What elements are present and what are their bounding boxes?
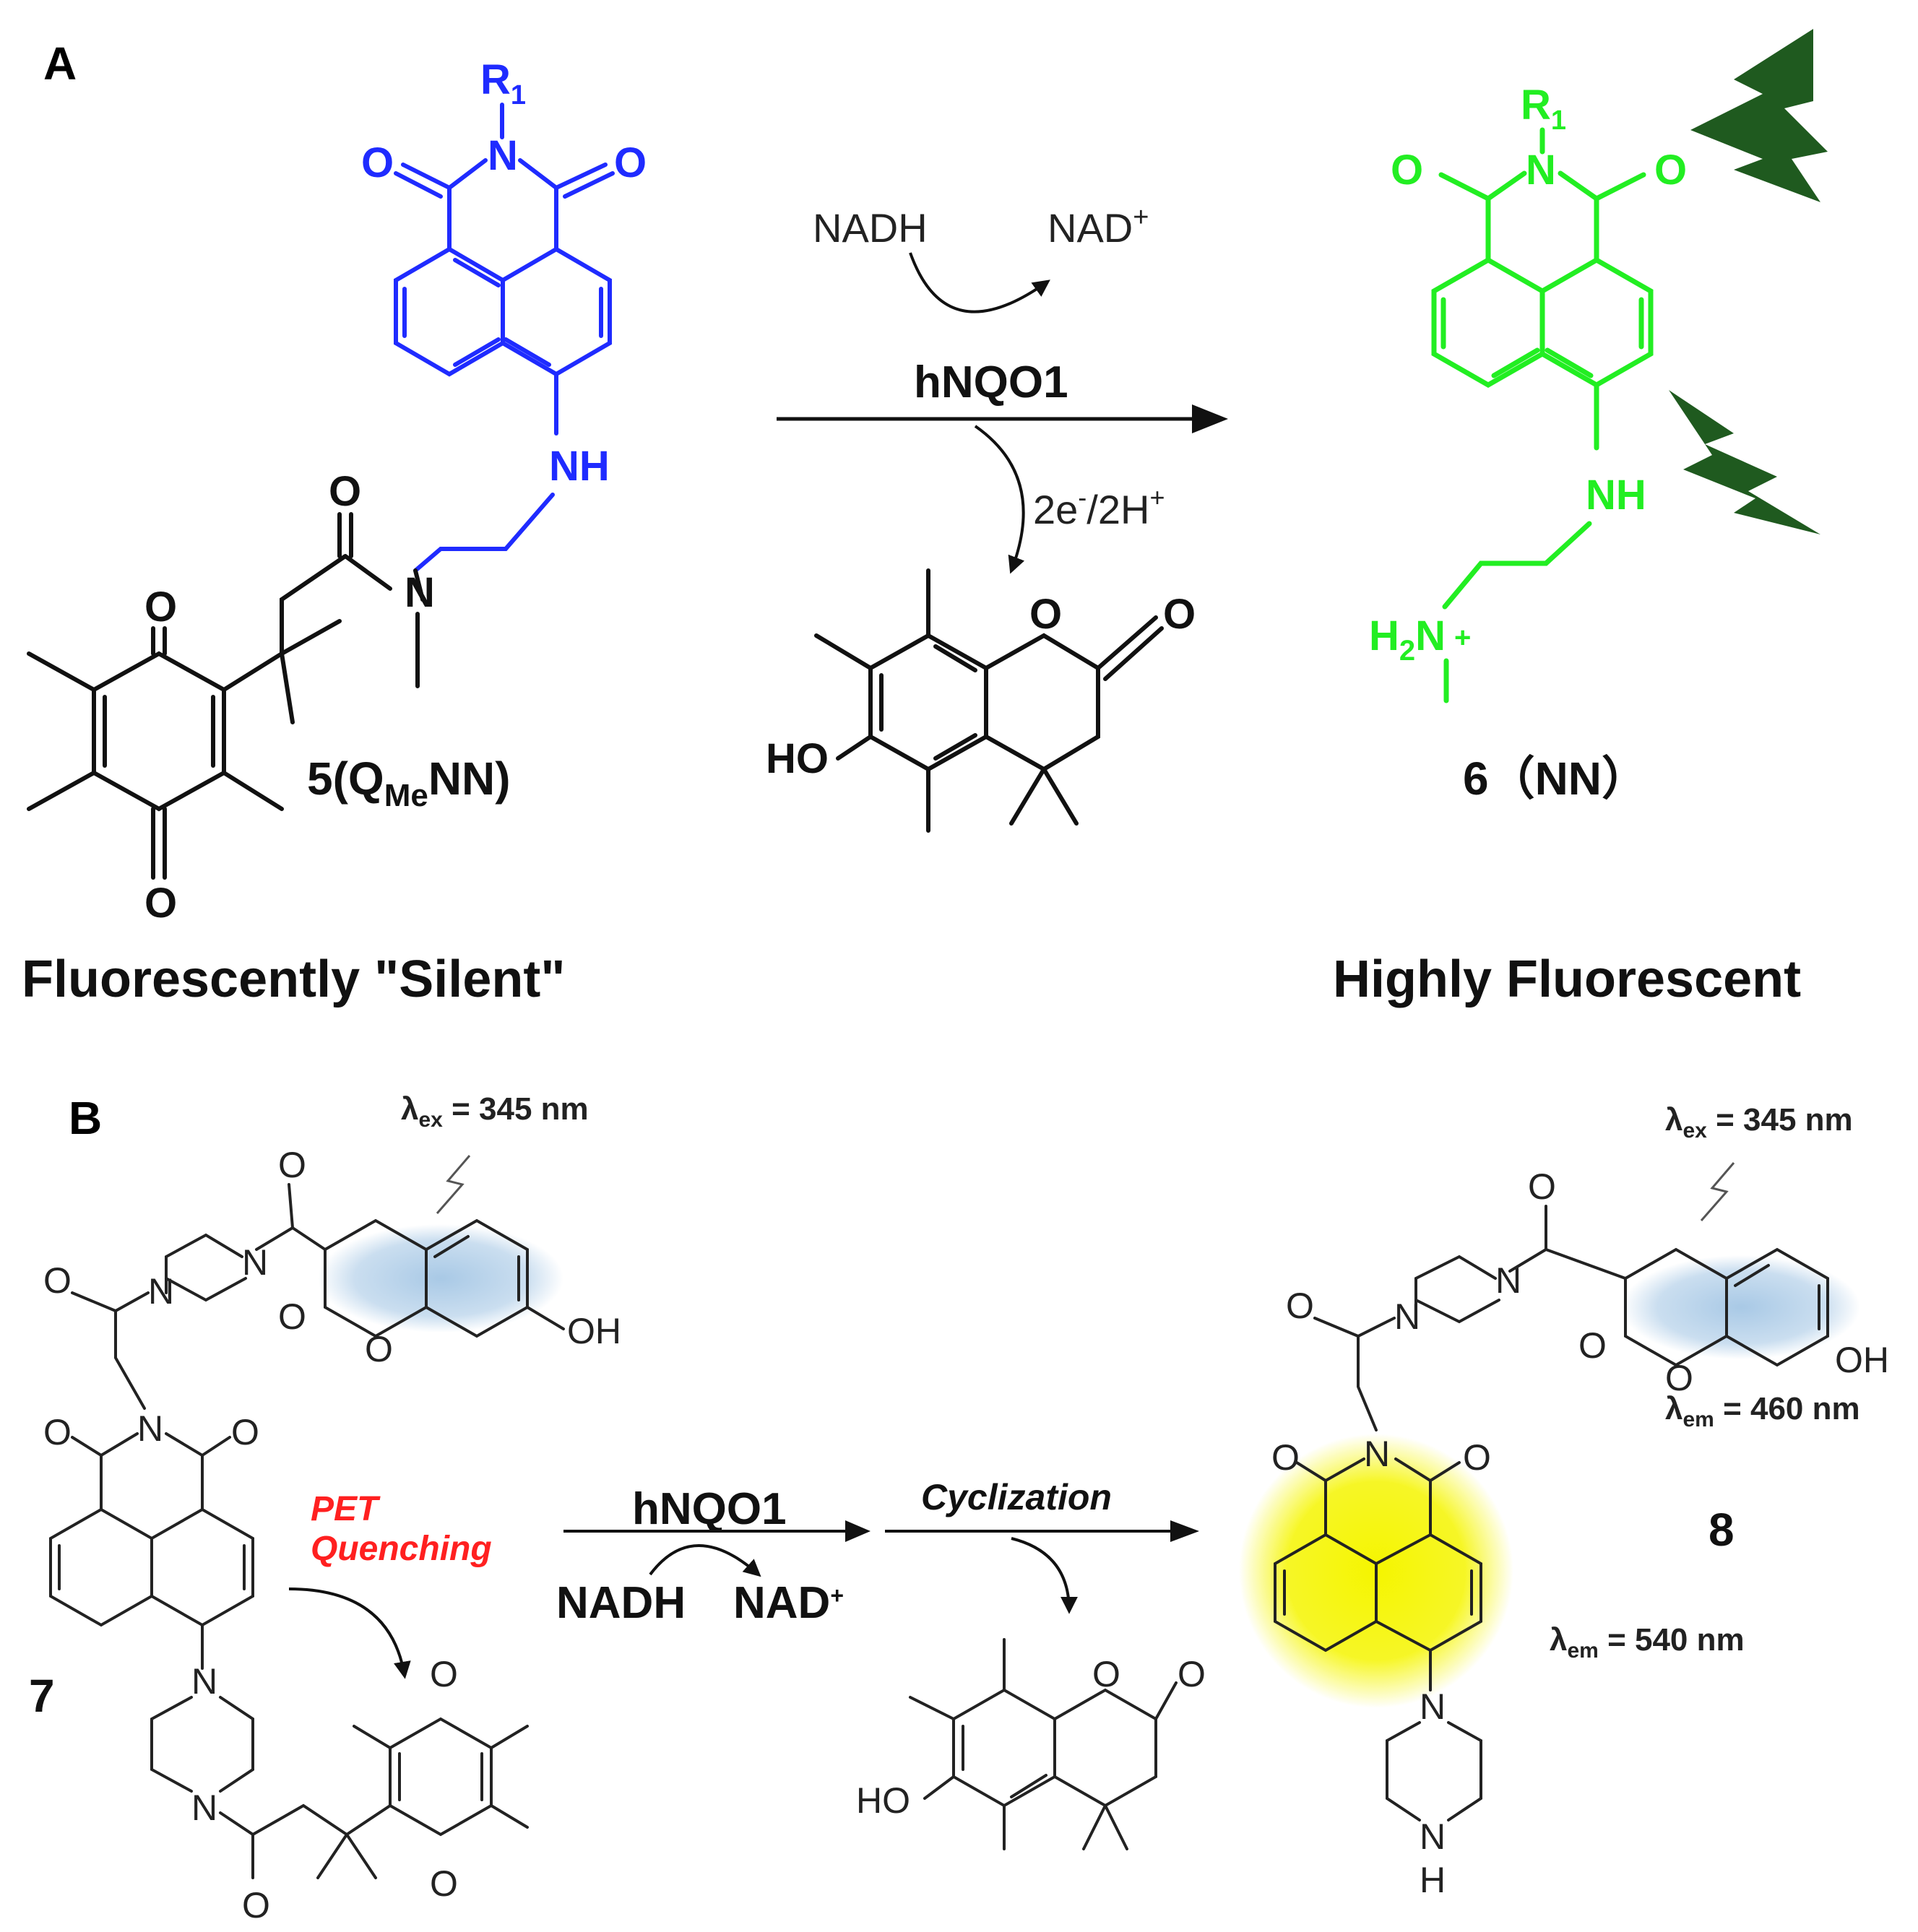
compound-7-label: 7 [29,1670,55,1722]
carbonyl-o-right-green: O [1654,147,1687,194]
piperazine-n1-8: N [1495,1260,1521,1301]
panel-b-label: B [69,1092,102,1144]
carbonyl-o-left-green: O [1391,147,1423,194]
piperazine-h-8: H [1420,1860,1446,1900]
amide2-o-8: O [1286,1286,1314,1326]
coumarin-o-7: O [365,1329,393,1369]
em-540-label: λem = 540 nm [1550,1622,1745,1663]
h2n-plus-green: H2N+ [1369,612,1471,667]
lactone-ring-o-b: O [1092,1654,1120,1694]
oh-7: OH [567,1311,621,1351]
amide-o: O [329,468,361,515]
imide-n-8: N [1364,1434,1390,1474]
r1-label-green: R1 [1521,82,1566,136]
piperazine-nh-8: N [1420,1816,1446,1857]
amide3-o-7: O [242,1885,270,1925]
compound-5-label: 5(QMeNN) [307,753,511,813]
quinone-o-top: O [144,584,177,631]
electrons-label: 2e-/2H+ [1033,482,1165,532]
coumarin-co-8: O [1578,1325,1607,1366]
nadh-label-b: NADH [556,1578,686,1628]
carbonyl-o-right-blue: O [614,139,647,186]
imide-n-blue: N [488,132,518,179]
imide-o-left-8: O [1271,1437,1300,1478]
nad-label-a: NAD+ [1047,202,1149,251]
carbonyl-o-left-blue: O [361,139,394,186]
piperazine-n3-7: N [191,1661,217,1702]
coumarin-o-8: O [1665,1358,1693,1398]
imide-o-right-7: O [231,1412,259,1452]
fluorescence-bolt-bottom-icon [1669,390,1820,534]
imide-n-green: N [1526,147,1556,194]
reaction-arrow-a: NADH NAD+ hNQO1 2e-/2H+ [777,202,1228,574]
probe-naphthalimide-blue: R1 N O O NH [361,56,647,573]
ex-label-8: λex = 345 nm [1665,1102,1853,1143]
cyclization-label: Cyclization [921,1477,1112,1517]
quinone-o-bottom-7: O [430,1863,458,1904]
compound-6-label: 6（NN） [1463,753,1648,805]
ex-label-7: λex = 345 nm [401,1091,589,1132]
imide-o-left-7: O [43,1412,72,1452]
amide2-o-7: O [43,1260,72,1301]
piperazine-n1-7: N [242,1242,268,1283]
enzyme-label-a: hNQO1 [914,358,1068,407]
imide-o-right-8: O [1463,1437,1491,1478]
probe-quinone-black: O N O O [27,468,435,927]
ho-label-a: HO [766,735,829,782]
piperazine-n2-8: N [1394,1296,1420,1337]
em-460-label: λem = 460 nm [1665,1391,1860,1431]
compound-7-structure: λex = 345 nm O O OH O N N O N O O N N O [43,1091,621,1925]
coumarin-co-7: O [278,1296,306,1337]
amide-o-7: O [278,1145,306,1185]
reaction-arrows-b: hNQO1 NADH NAD+ Cyclization [556,1477,1199,1628]
right-caption: Highly Fluorescent [1333,950,1801,1008]
quinone-o-bottom: O [144,880,177,927]
amide-o-8: O [1528,1166,1556,1207]
nadh-label-a: NADH [813,205,928,251]
ho-label-b: HO [856,1780,910,1821]
oh-8: OH [1835,1340,1889,1380]
nad-label-b: NAD+ [733,1578,844,1628]
lactone-carbonyl-o-b: O [1178,1654,1206,1694]
compound-8-structure: λex = 345 nm O O OH O N N O N O O N N H [1239,1102,1889,1900]
product-naphthalimide-green: R1 N O O NH H2N+ [1369,82,1687,703]
lactone-ring-o-a: O [1029,591,1062,638]
piperazine-n2-7: N [148,1271,174,1312]
imide-n-7: N [137,1408,163,1449]
enzyme-label-b: hNQO1 [632,1484,787,1534]
lactone-byproduct-b: O O HO [856,1638,1206,1850]
quinone-o-top-7: O [430,1654,458,1694]
nh-blue: NH [549,443,610,490]
compound-8-label: 8 [1709,1504,1735,1556]
piperazine-n4-7: N [191,1788,217,1828]
piperazine-n3-8: N [1420,1686,1446,1727]
r1-label-blue: R1 [480,56,526,111]
left-caption: Fluorescently "Silent" [22,950,565,1008]
nh-green: NH [1586,472,1646,519]
panel-a-label: A [43,38,77,90]
lactone-byproduct-a: O O HO [766,568,1196,833]
lactone-carbonyl-o-a: O [1163,591,1196,638]
fluorescence-bolt-top-icon [1690,29,1828,202]
